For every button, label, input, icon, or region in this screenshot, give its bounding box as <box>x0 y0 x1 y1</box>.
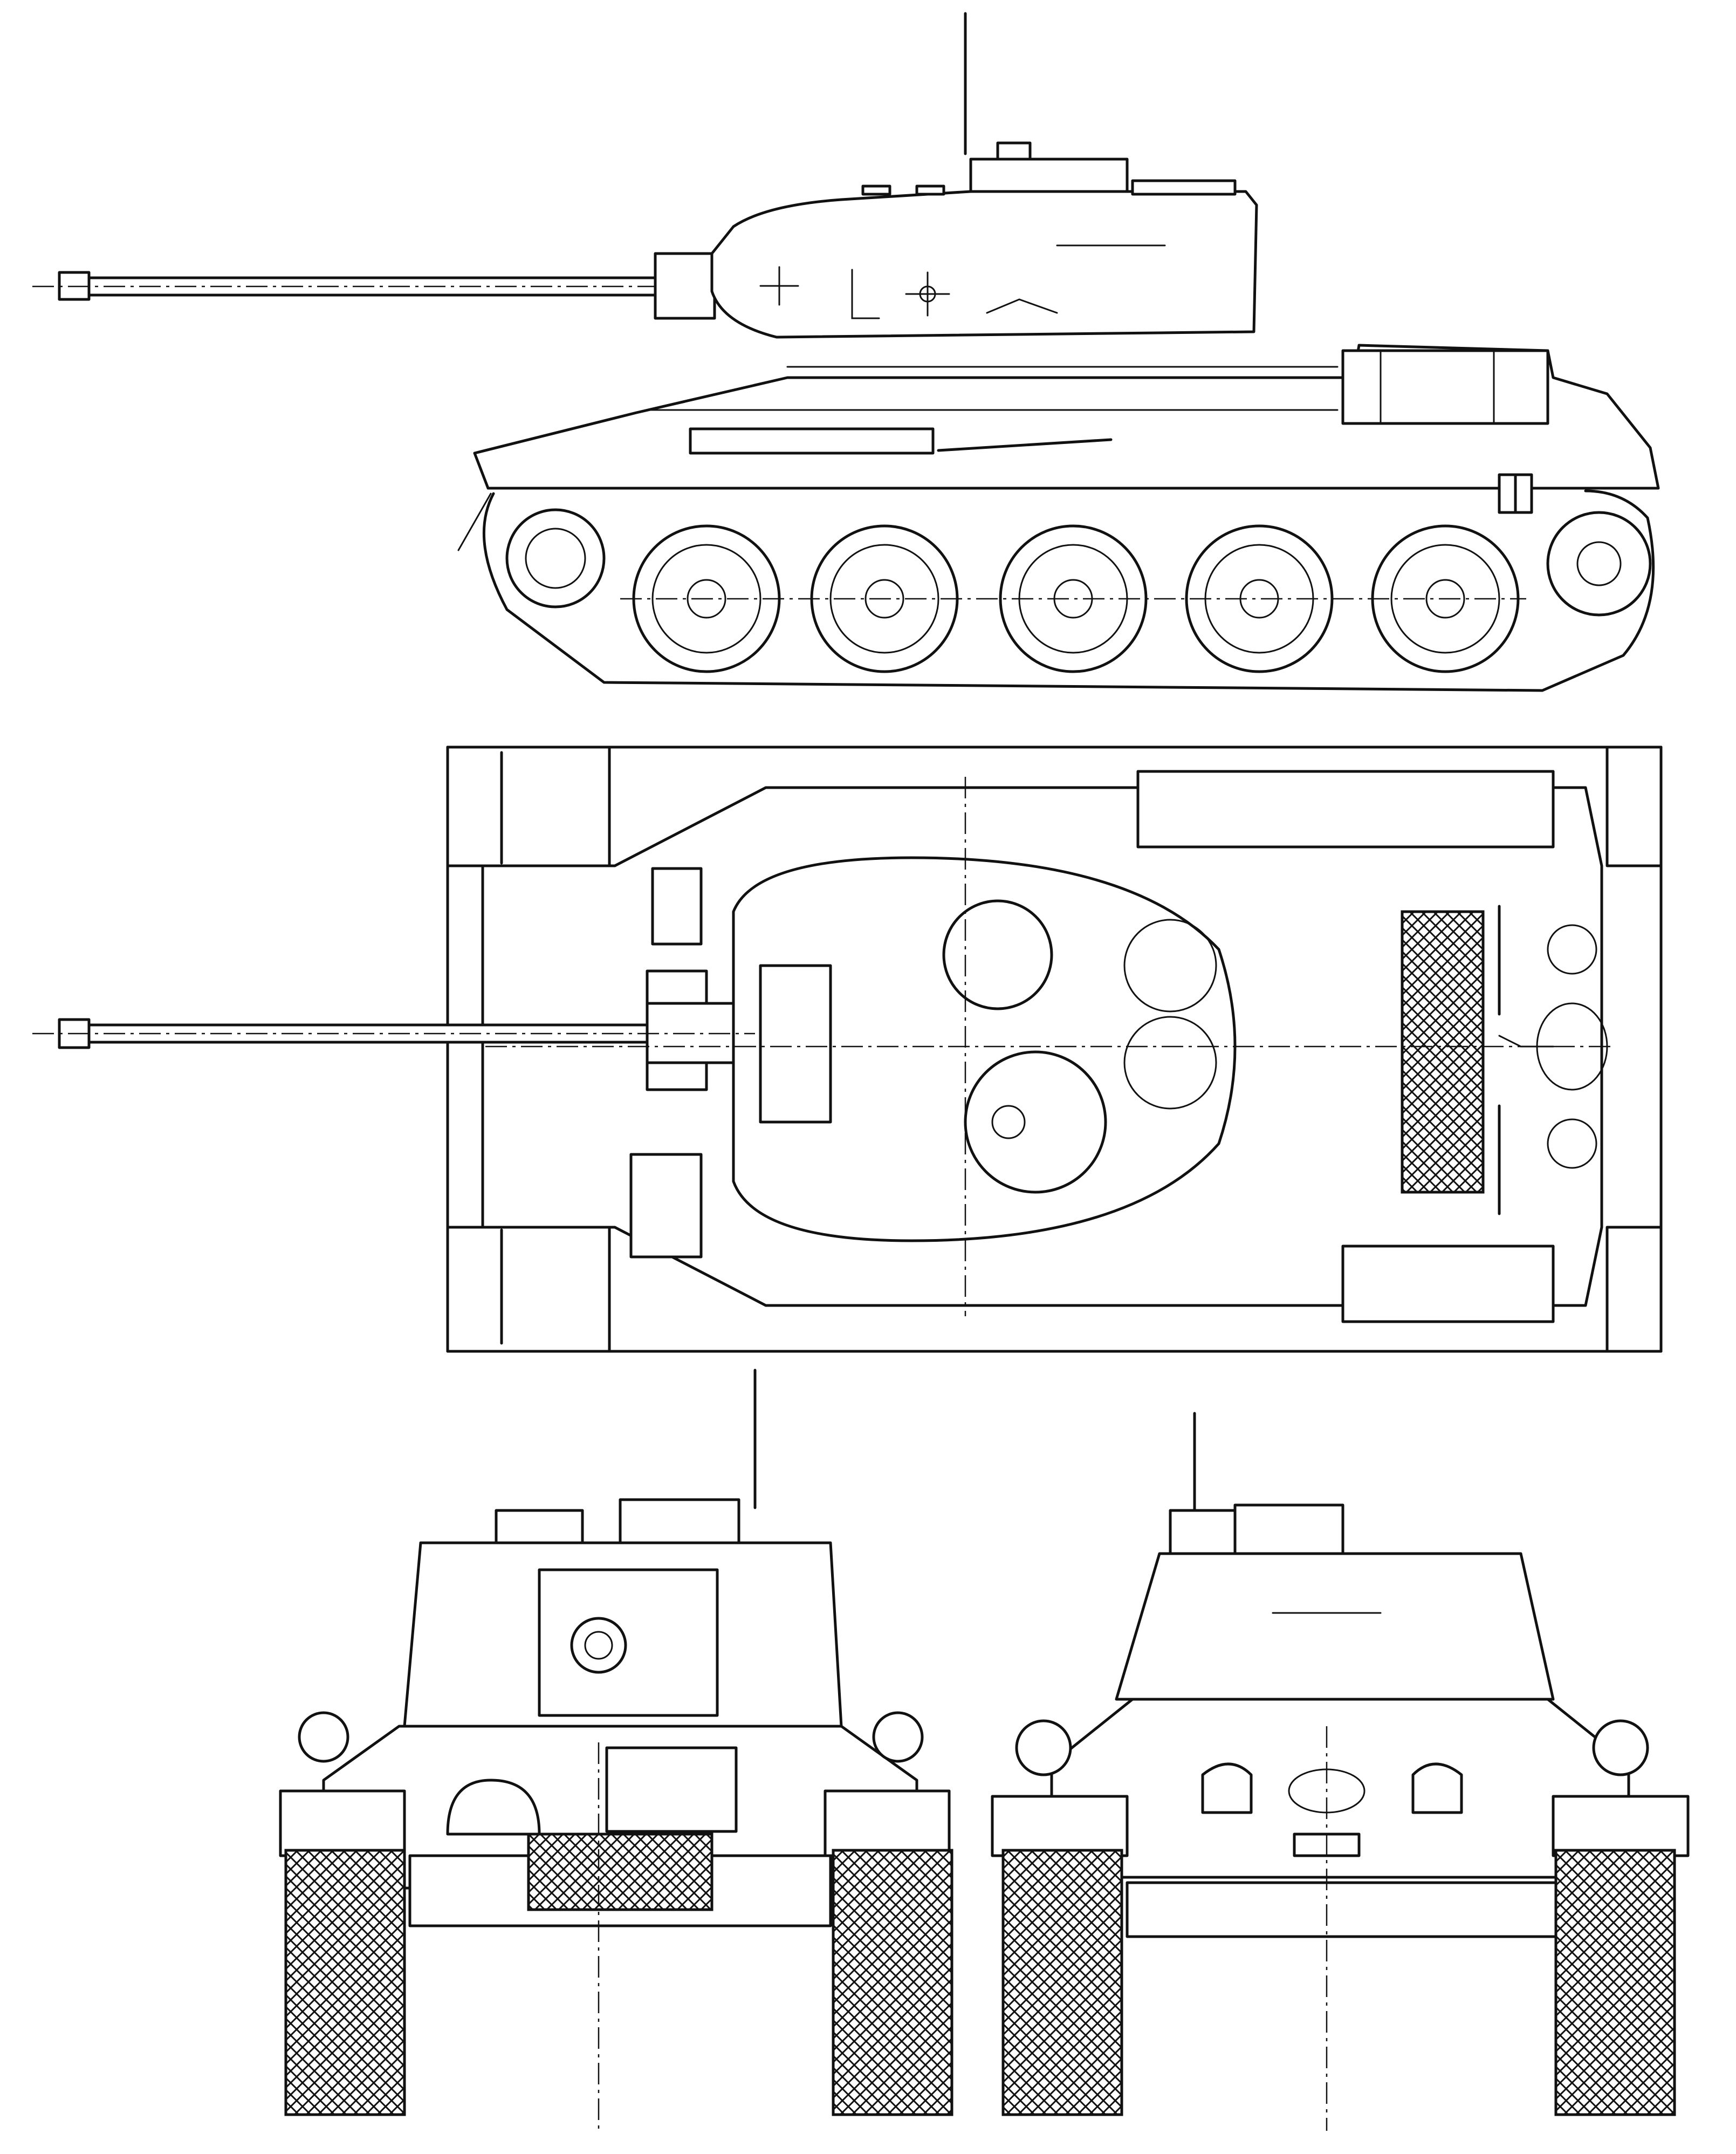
commander-cupola <box>969 158 1129 193</box>
idler-wheel <box>505 508 606 608</box>
front-view <box>279 1369 953 2131</box>
gun-barrel <box>32 252 716 320</box>
left-track-front <box>284 1849 406 2116</box>
track <box>482 489 1655 692</box>
rear-view <box>991 1412 1690 2131</box>
left-track-rear <box>1001 1849 1123 2116</box>
engine-grille <box>1401 910 1485 1194</box>
rear-turret <box>1115 1552 1555 1701</box>
turret-top <box>732 856 1237 1242</box>
right-track-front <box>832 1849 953 2116</box>
gun-mantlet <box>538 1568 719 1717</box>
turret <box>710 190 1258 339</box>
gun-barrel-top <box>32 1002 755 1064</box>
loader-hatch <box>942 899 1053 1010</box>
commander-cupola-top <box>964 1050 1107 1194</box>
right-track-rear <box>1554 1849 1676 2116</box>
top-view <box>32 746 1663 1353</box>
fuel-tank <box>1341 349 1549 425</box>
fuel-tank <box>1136 770 1555 849</box>
drive-sprocket <box>1546 511 1652 617</box>
side-view <box>32 12 1660 692</box>
